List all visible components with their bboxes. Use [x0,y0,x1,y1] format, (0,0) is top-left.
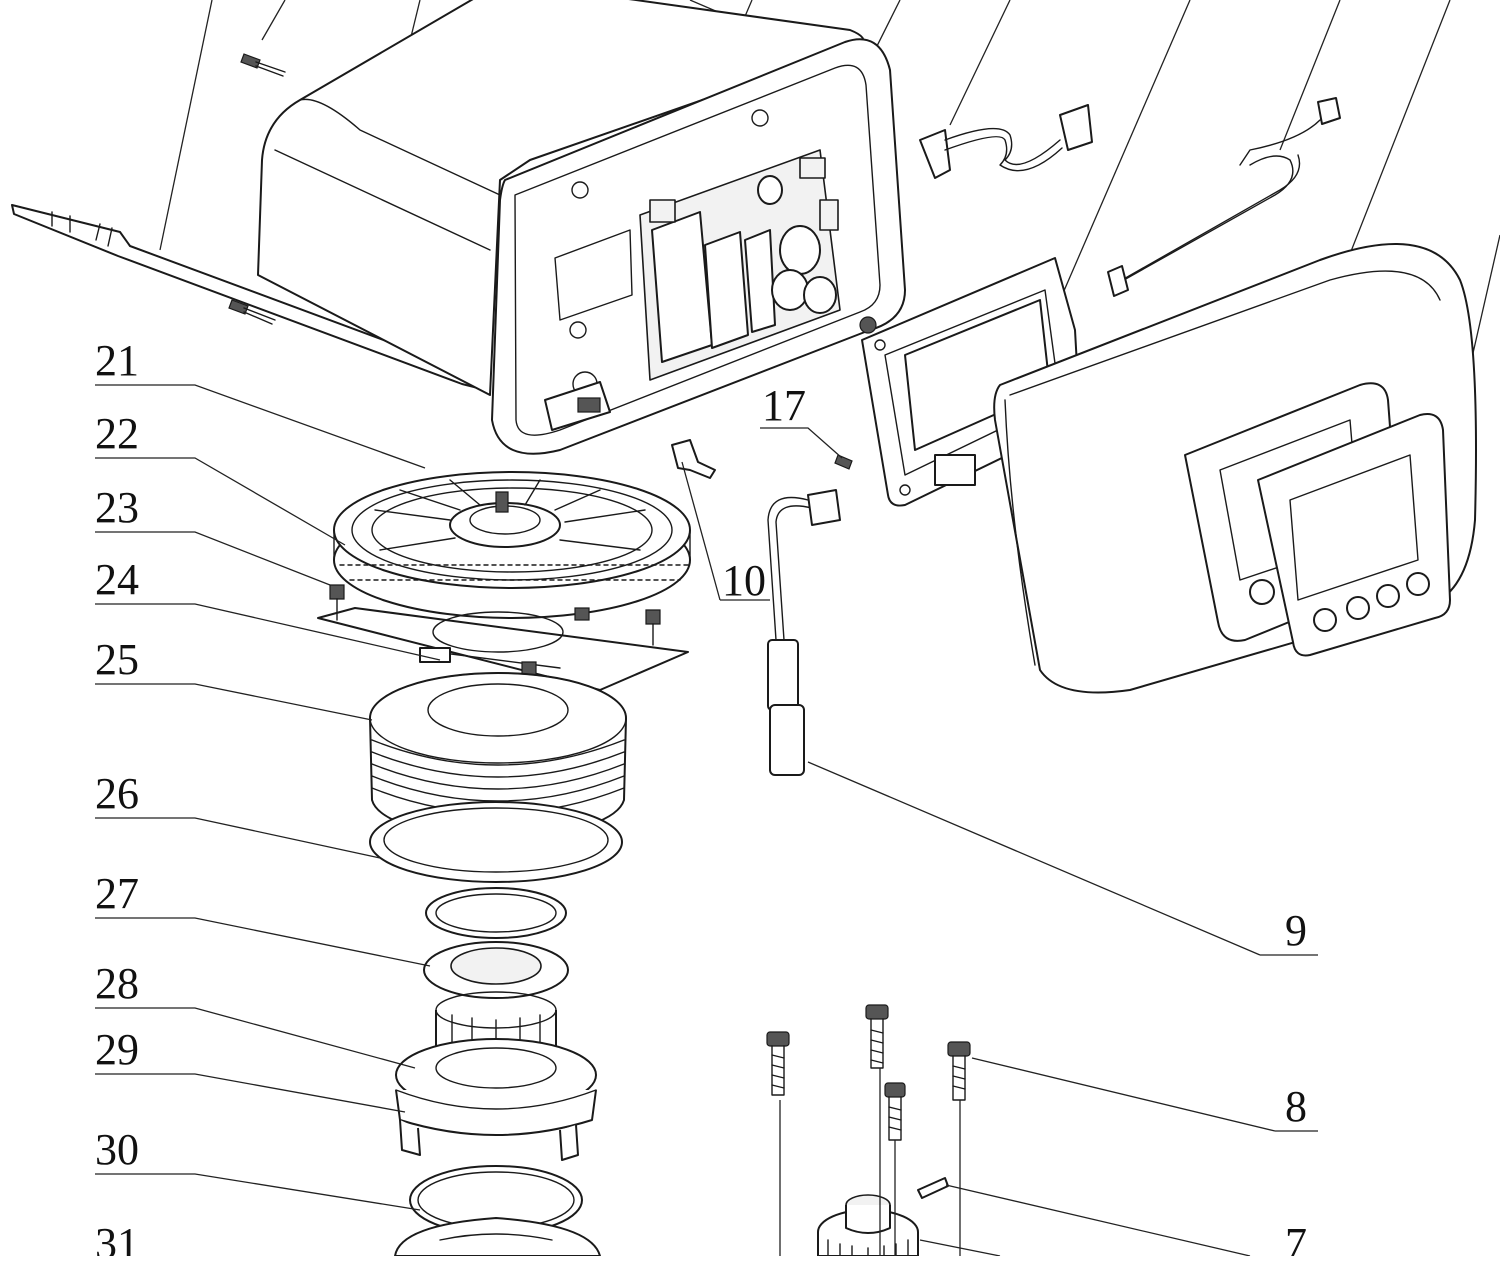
leader-21 [95,384,426,469]
label-7: 7 [1285,1219,1307,1256]
leader-7b [919,1239,1001,1257]
main-housing [491,38,906,455]
label-21: 21 [95,336,139,385]
label-30: 30 [95,1125,139,1174]
leader-17 [760,427,843,459]
leader-28 [95,1007,416,1069]
leader-29 [95,1073,406,1113]
flat-cable [1107,97,1341,297]
leader-30 [95,1173,421,1211]
part-31-base [394,1217,601,1257]
leader-25 [95,683,373,721]
part-9-sensor [767,489,841,776]
label-31: 31 [95,1219,139,1256]
cover-screws [228,53,286,325]
leader-23 [95,531,331,586]
label-29: 29 [95,1025,139,1074]
rear-cover-box [257,0,865,396]
leader-8 [971,1057,1318,1132]
leader-10 [681,461,770,601]
part-29-flange [395,1038,597,1161]
leader-27 [95,917,431,967]
leader-22 [95,457,346,546]
label-25: 25 [95,635,139,684]
leader-9 [807,761,1318,956]
part-10-clip [671,439,716,479]
leader-7 [945,1184,1251,1257]
label-26: 26 [95,769,139,818]
part-7-pinion [817,1177,949,1257]
part-26-ring [369,801,623,883]
callout-leaders [95,384,1318,1257]
leader-26 [95,817,381,859]
part-17-screw [834,454,853,470]
callout-labels: 21 22 23 24 25 26 27 28 29 30 31 17 10 9… [95,336,1307,1261]
screw-leaders [779,1068,961,1256]
front-cover [993,243,1477,694]
part-27-oring [425,887,567,939]
label-9: 9 [1285,906,1307,955]
part-23-24-plate [317,584,689,699]
part-8-screws [766,1004,971,1141]
label-23: 23 [95,483,139,532]
label-22: 22 [95,409,139,458]
label-10: 10 [722,556,766,605]
part-28-impeller [423,941,569,1053]
label-8: 8 [1285,1082,1307,1131]
leader-24 [95,603,441,661]
label-17: 17 [762,381,806,430]
part-21-22-gear [333,471,691,619]
label-27: 27 [95,869,139,918]
label-28: 28 [95,959,139,1008]
ribbon-cable [919,104,1093,179]
label-24: 24 [95,555,139,604]
